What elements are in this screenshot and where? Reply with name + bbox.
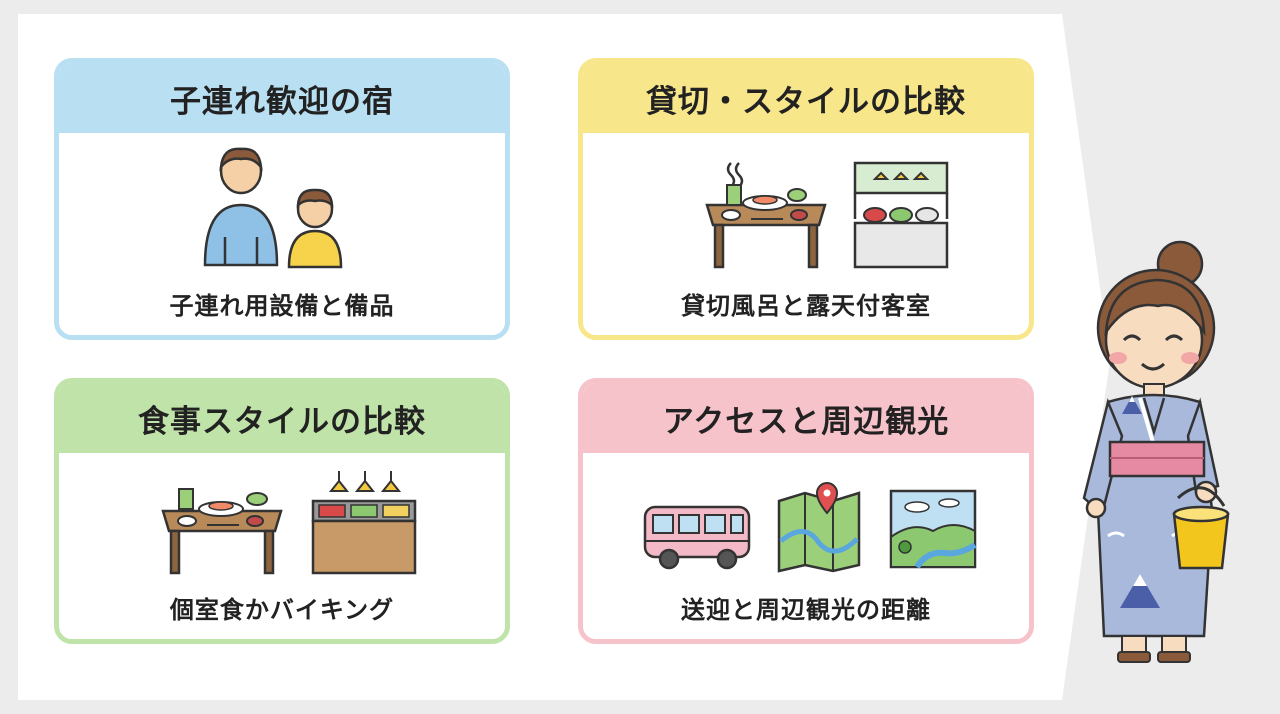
card-family-friendly: 子連れ歓迎の宿 子連れ用設備と備品 xyxy=(54,58,510,340)
map-pin-icon xyxy=(777,481,861,573)
bus-icon xyxy=(643,505,751,570)
card-title: アクセスと周辺観光 xyxy=(583,383,1029,453)
card-caption: 子連れ用設備と備品 xyxy=(169,292,395,320)
card-title: 食事スタイルの比較 xyxy=(59,383,505,453)
card-private-style: 貸切・スタイルの比較 xyxy=(578,58,1034,340)
yukata-guide-icon xyxy=(1082,240,1230,663)
card-title: 子連れ歓迎の宿 xyxy=(59,63,505,133)
card-access-sightseeing: アクセスと周辺観光 xyxy=(578,378,1034,644)
buffet-counter-icon xyxy=(853,161,949,269)
child-icon xyxy=(287,188,343,269)
card-caption: 貸切風呂と露天付客室 xyxy=(681,292,931,320)
card-caption: 送迎と周辺観光の距離 xyxy=(681,596,931,624)
card-meal-style: 食事スタイルの比較 xyxy=(54,378,510,644)
card-title: 貸切・スタイルの比較 xyxy=(583,63,1029,133)
buffet-icon xyxy=(311,471,417,575)
dining-table-icon xyxy=(161,488,283,575)
parent-icon xyxy=(203,147,279,267)
card-caption: 個室食かバイキング xyxy=(169,596,395,624)
landscape-icon xyxy=(889,489,977,569)
room-dining-table-icon xyxy=(705,162,827,269)
